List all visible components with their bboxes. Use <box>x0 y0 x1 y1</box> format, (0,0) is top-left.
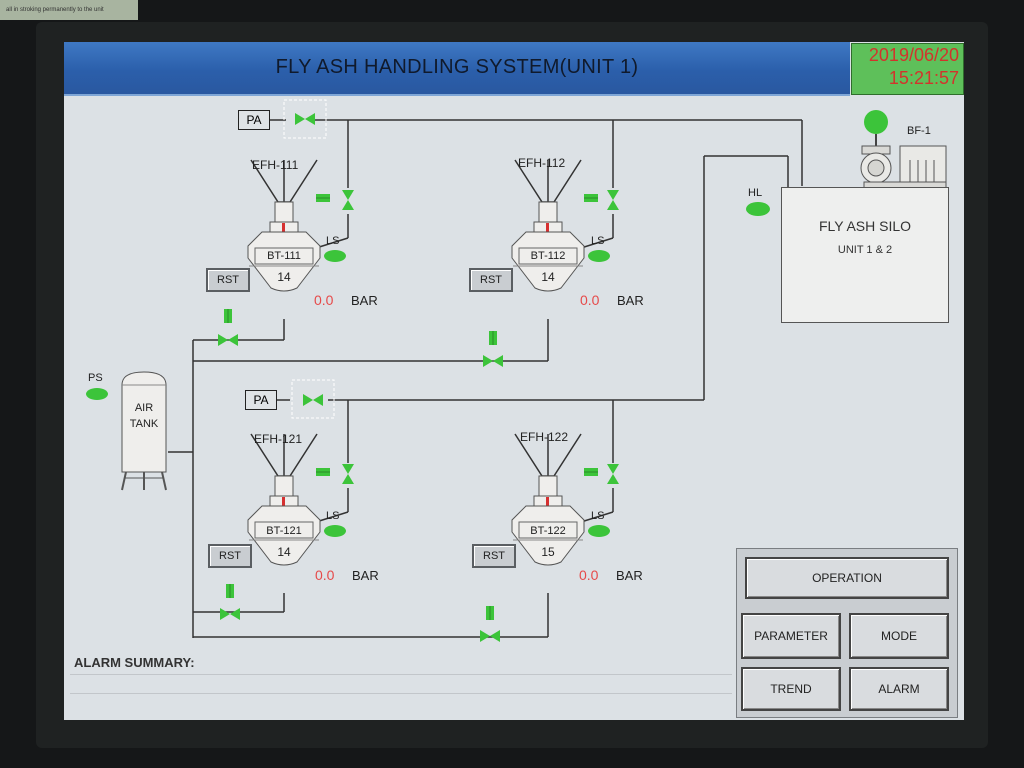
time-readout: 15:21:57 <box>888 68 959 88</box>
alarm-divider-2 <box>70 693 732 694</box>
inlet-valve-122-icon[interactable] <box>607 464 619 484</box>
level-switch-122-icon <box>588 525 610 537</box>
rst-112-button[interactable]: RST <box>469 268 513 292</box>
bt-121-label: BT-121 <box>266 525 302 537</box>
high-level-indicator-icon <box>746 202 770 216</box>
operation-button[interactable]: OPERATION <box>745 557 949 599</box>
efh-111-label: EFH-111 <box>252 158 299 172</box>
pa-valve-selection-1 <box>283 99 327 139</box>
level-switch-112-icon <box>588 250 610 262</box>
parameter-button[interactable]: PARAMETER <box>741 613 841 659</box>
level-switch-111-icon <box>324 250 346 262</box>
pressure-switch-icon <box>86 388 108 400</box>
bag-filter-fan-icon <box>860 134 947 189</box>
actuator-121-icon <box>315 467 331 477</box>
rst-122-button[interactable]: RST <box>472 544 516 568</box>
alarm-button[interactable]: ALARM <box>849 667 949 711</box>
fly-ash-silo: FLY ASH SILO UNIT 1 & 2 <box>781 187 949 323</box>
efh-112-label: EFH-112 <box>518 156 566 170</box>
process-diagram <box>86 99 947 642</box>
bt-122-label: BT-122 <box>530 525 566 537</box>
discharge-actuator-122-icon <box>485 605 495 621</box>
ls-111-label: LS <box>326 235 340 247</box>
efh-122-label: EFH-122 <box>520 430 569 444</box>
discharge-valve-112-icon[interactable] <box>483 355 503 367</box>
page-title: FLY ASH HANDLING SYSTEM(UNIT 1) <box>275 56 639 78</box>
discharge-actuator-112-icon <box>488 330 498 346</box>
pa-label-1: PA <box>238 110 270 130</box>
pa-valve-selection-2 <box>291 379 335 419</box>
air-tank-label-line2: TANK <box>129 418 159 430</box>
bt-121-pressure: 0.0 <box>315 567 335 583</box>
actuator-122-icon <box>583 467 599 477</box>
bt-122-unit: BAR <box>616 568 643 583</box>
discharge-valve-121-icon[interactable] <box>220 608 240 620</box>
device-sticker: all in stroking permanently to the unit <box>0 0 138 20</box>
discharge-actuator-121-icon <box>225 583 235 599</box>
bt-121-count: 14 <box>277 545 291 559</box>
bt-122-pressure: 0.0 <box>579 567 599 583</box>
rst-121-button[interactable]: RST <box>208 544 252 568</box>
ls-112-label: LS <box>591 235 605 247</box>
bt-112-pressure: 0.0 <box>580 292 600 308</box>
bag-filter-status-icon <box>864 110 888 134</box>
inlet-valve-121-icon[interactable] <box>342 464 354 484</box>
level-switch-121-icon <box>324 525 346 537</box>
rst-111-button[interactable]: RST <box>206 268 250 292</box>
discharge-actuator-111-icon <box>223 308 233 324</box>
hmi-screen: FLY ASH HANDLING SYSTEM(UNIT 1) 2019/06/… <box>64 42 964 720</box>
ls-121-label: LS <box>326 510 340 522</box>
silo-title: FLY ASH SILO <box>818 218 912 234</box>
alarm-divider-1 <box>70 674 732 675</box>
pa-valve-1-icon[interactable] <box>295 113 315 125</box>
bt-121-unit: BAR <box>352 568 379 583</box>
bt-122-count: 15 <box>541 545 555 559</box>
pa-label-2: PA <box>245 390 277 410</box>
hl-label: HL <box>748 187 763 199</box>
datetime-display: 2019/06/20 15:21:57 <box>851 43 964 95</box>
bt-111-unit: BAR <box>351 293 378 308</box>
title-bar: FLY ASH HANDLING SYSTEM(UNIT 1) <box>64 42 850 96</box>
actuator-112-icon <box>583 193 599 203</box>
ls-122-label: LS <box>591 510 605 522</box>
silo-subtitle: UNIT 1 & 2 <box>837 244 893 256</box>
discharge-valve-122-icon[interactable] <box>480 630 500 642</box>
mode-button[interactable]: MODE <box>849 613 949 659</box>
bt-111-label: BT-111 <box>267 250 301 262</box>
ps-label: PS <box>88 372 103 384</box>
inlet-valve-112-icon[interactable] <box>607 190 619 210</box>
date-readout: 2019/06/20 <box>868 45 959 65</box>
bf-1-label: BF-1 <box>907 125 931 137</box>
air-tank-label-line1: AIR <box>134 402 154 414</box>
bt-112-unit: BAR <box>617 293 644 308</box>
inlet-valve-111-icon[interactable] <box>342 190 354 210</box>
alarm-summary-title: ALARM SUMMARY: <box>74 655 195 670</box>
efh-121-label: EFH-121 <box>254 432 303 446</box>
discharge-valve-111-icon[interactable] <box>218 334 238 346</box>
navigation-panel: OPERATION PARAMETER MODE TREND ALARM <box>736 548 958 718</box>
actuator-111-icon <box>315 193 331 203</box>
air-tank-icon <box>121 371 167 491</box>
bt-112-count: 14 <box>541 270 555 284</box>
bt-111-count: 14 <box>277 270 291 284</box>
trend-button[interactable]: TREND <box>741 667 841 711</box>
pa-valve-2-icon[interactable] <box>303 394 323 406</box>
bt-111-pressure: 0.0 <box>314 292 334 308</box>
bt-112-label: BT-112 <box>530 250 566 262</box>
